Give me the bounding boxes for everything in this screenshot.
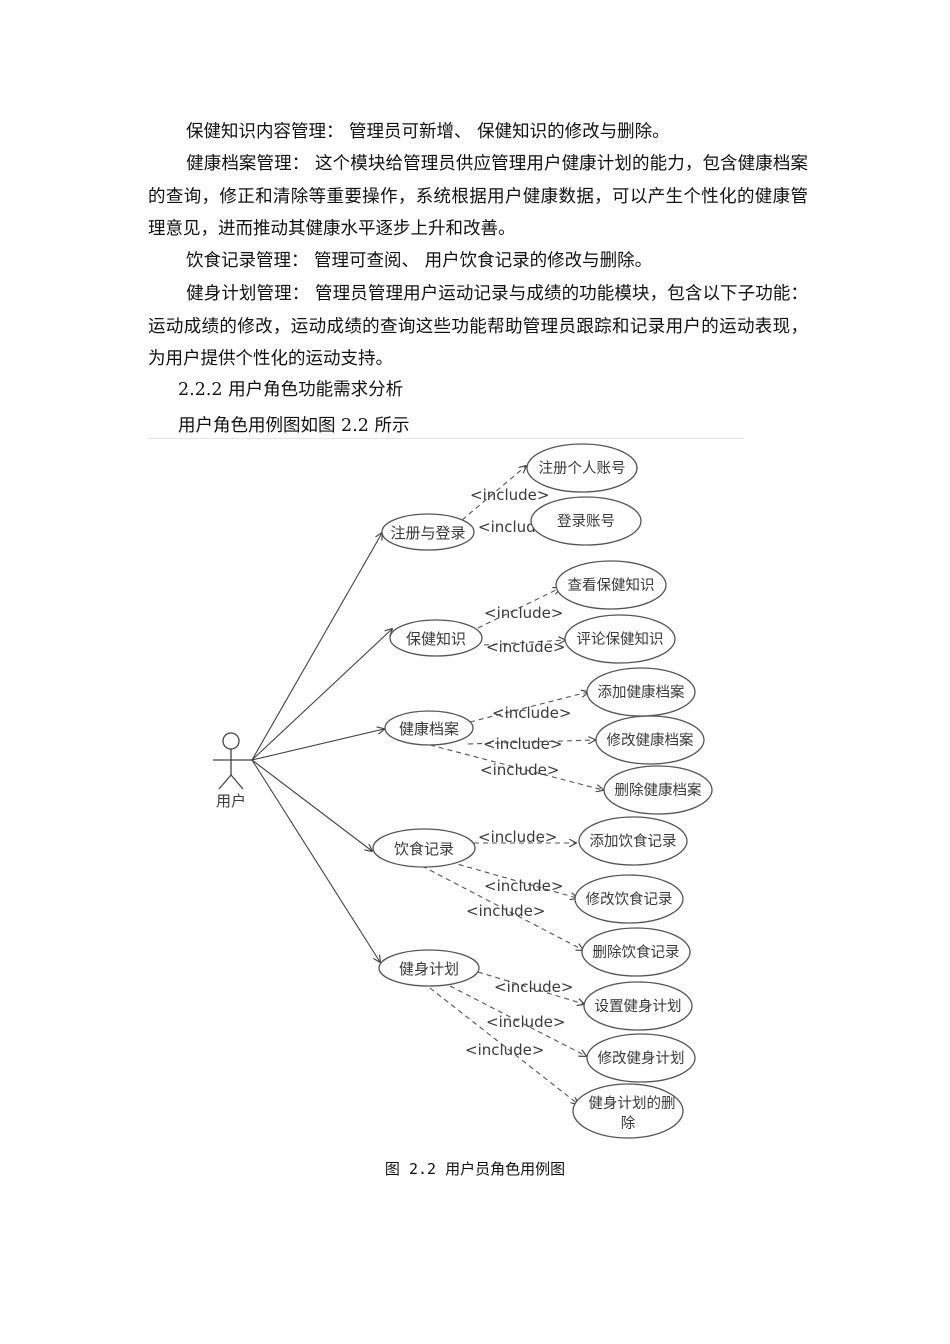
- actor-left-leg: [218, 774, 232, 790]
- include-label: <include>: [465, 1041, 544, 1059]
- association-line: [251, 759, 380, 962]
- section-heading: 2.2.2 用户角色功能需求分析: [178, 380, 404, 400]
- include-label: <include>: [484, 877, 563, 895]
- usecase-register-login: [381, 513, 475, 551]
- case-label: 登录账号: [557, 513, 615, 530]
- case-label-line1: 健身计划的删: [589, 1095, 676, 1112]
- case-label-line2: 除: [621, 1115, 636, 1132]
- group-label: 健康档案: [399, 720, 459, 738]
- actor-user: [213, 732, 252, 790]
- paragraph-health-records: 健康档案管理： 这个模块给管理员供应管理用户健康计划的能力，包含健康档案的查询，…: [148, 148, 808, 246]
- usecase-comment-knowledge: [564, 614, 676, 664]
- include-line: [469, 692, 588, 723]
- group-label: 健身计划: [399, 960, 459, 978]
- include-line: [429, 744, 603, 790]
- actor-head: [222, 732, 240, 750]
- paragraph-text: 保健知识内容管理： 管理员可新增、 保健知识的修改与删除。: [186, 122, 670, 142]
- paragraph-diet-records: 饮食记录管理： 管理可查阅、 用户饮食记录的修改与删除。: [148, 245, 808, 278]
- paragraph-fitness-plan: 健身计划管理： 管理员管理用户运动记录与成绩的功能模块，包含以下子功能：运动成绩…: [148, 278, 808, 376]
- usecase-health-knowledge: [389, 619, 483, 657]
- case-label: 设置健身计划: [595, 998, 682, 1015]
- include-label: <include>: [483, 735, 562, 753]
- case-label: 删除健康档案: [615, 781, 702, 799]
- case-label: 删除饮食记录: [593, 944, 680, 961]
- usecase-login-account: [530, 496, 642, 546]
- include-line: [483, 640, 565, 646]
- include-label: <include>: [478, 828, 557, 846]
- include-line: [477, 588, 560, 629]
- actor-right-leg: [230, 774, 244, 790]
- paragraph-text: 健康档案管理： 这个模块给管理员供应管理用户健康计划的能力，包含健康档案的查询，…: [148, 154, 808, 239]
- association-line: [251, 729, 384, 761]
- include-label: <include>: [486, 1013, 565, 1031]
- figure-caption: 图 2.2 用户员角色用例图: [384, 1160, 566, 1178]
- group-label: 保健知识: [406, 630, 466, 648]
- include-label: <include>: [466, 902, 545, 920]
- usecase-set-plan: [583, 981, 693, 1031]
- include-label: <include>: [484, 604, 563, 622]
- usecase-delete-record: [603, 765, 713, 815]
- include-line: [421, 865, 583, 950]
- include-label: <include>: [470, 486, 549, 504]
- case-label: 修改健康档案: [607, 731, 694, 749]
- usecase-register-account: [526, 443, 638, 493]
- case-label: 添加健康档案: [598, 683, 685, 701]
- include-line: [449, 861, 577, 898]
- association-line: [251, 629, 392, 761]
- include-label: <includ: [478, 518, 536, 536]
- case-label: 添加饮食记录: [590, 833, 677, 850]
- group-label: 饮食记录: [394, 840, 454, 858]
- association-line: [251, 759, 372, 851]
- usecase-edit-record: [595, 715, 705, 765]
- usecase-add-diet: [578, 816, 688, 866]
- case-label: 查看保健知识: [568, 577, 655, 594]
- case-label: 修改饮食记录: [586, 891, 673, 908]
- figure-top-rule: [148, 438, 744, 439]
- include-label: <include>: [480, 761, 559, 779]
- case-label: 修改健身计划: [598, 1050, 685, 1067]
- usecase-health-records: [384, 710, 474, 746]
- paragraph-text: 饮食记录管理： 管理可查阅、 用户饮食记录的修改与删除。: [186, 251, 653, 271]
- include-line: [467, 740, 595, 745]
- figure-intro: 用户角色用例图如图 2.2 所示: [178, 416, 410, 436]
- paragraph-text: 健身计划管理： 管理员管理用户运动记录与成绩的功能模块，包含以下子功能：运动成绩…: [148, 284, 808, 369]
- usecase-edit-plan: [586, 1033, 696, 1083]
- usecase-delete-plan: [572, 1083, 684, 1139]
- include-line: [477, 971, 584, 1004]
- include-label: <include>: [494, 978, 573, 996]
- case-label: 注册个人账号: [539, 460, 626, 477]
- group-label: 注册与登录: [390, 524, 465, 542]
- usecase-diet-records: [372, 828, 476, 868]
- usecase-fitness-plan: [378, 949, 480, 987]
- usecase-edit-diet: [574, 874, 684, 924]
- include-label: <include>: [492, 704, 571, 722]
- case-label: 评论保健知识: [577, 631, 664, 648]
- usecase-delete-diet: [581, 927, 691, 977]
- include-line: [461, 466, 526, 521]
- include-label: <include>: [486, 638, 565, 656]
- include-line: [429, 987, 578, 1104]
- actor-label: 用户: [216, 792, 246, 810]
- association-line: [251, 533, 382, 761]
- usecase-view-knowledge: [555, 560, 667, 610]
- paragraph-health-knowledge: 保健知识内容管理： 管理员可新增、 保健知识的修改与删除。: [148, 116, 808, 149]
- include-line: [449, 985, 586, 1056]
